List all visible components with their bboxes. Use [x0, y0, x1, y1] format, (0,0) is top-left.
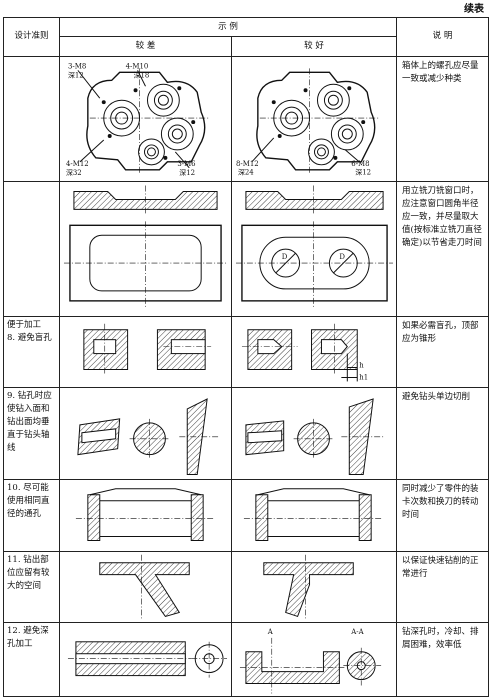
worse1-label-0: 3-M8 [68, 62, 86, 70]
dim-d-2: D [339, 253, 345, 261]
row7-better-figure: A A-A [230, 621, 398, 698]
blind-hole-better: h h1 [241, 324, 368, 382]
row5-worse-figure [59, 479, 232, 553]
row4-criterion: 9. 钻孔时应使钻入面和钻出面均垂直于钻头轴线 [3, 386, 60, 481]
row4-desc: 避免钻头单边切削 [396, 386, 490, 481]
row2-desc: 用立铣刀铣窗口时，应注意窗口圆角半径应一致，并尽量取大值(按标准立铣刀直径确定)… [396, 181, 490, 318]
row3-criterion: 便于加工 8. 避免盲孔 [3, 316, 60, 388]
dim-h1: h1 [359, 374, 368, 382]
milled-window-worse [63, 185, 228, 307]
row5-better-figure [230, 479, 398, 553]
design-guideline-table: 设计准则 示 例 说 明 较 差 较 好 [3, 16, 490, 698]
gearbox-housing-better: 8-M12 深24 6-M8 深12 [236, 68, 380, 177]
deep-hole-worse [67, 640, 228, 678]
row5-desc: 同时减少了零件的装卡次数和换刀的转动时间 [396, 479, 490, 553]
worse1-label-4: 4-M12 [66, 160, 89, 168]
row7-worse-figure [59, 621, 232, 698]
drill-entry-worse [77, 397, 220, 475]
section-aa: A-A [350, 627, 364, 635]
better1-label-1: 深24 [238, 168, 254, 177]
row2-criterion [3, 181, 60, 318]
row1-better-figure: 8-M12 深24 6-M8 深12 [230, 55, 398, 183]
drill-entry-better [245, 397, 386, 475]
deep-hole-better: A A-A [239, 627, 382, 694]
header-note: 说 明 [396, 17, 490, 57]
worse1-label-1: 深12 [68, 70, 84, 79]
row2-worse-figure [59, 181, 232, 318]
row6-desc: 以保证快速钻削的正常进行 [396, 551, 490, 623]
better1-label-2: 6-M8 [351, 160, 369, 168]
header-example: 示 例 [58, 16, 398, 38]
section-a-top: A [267, 627, 274, 635]
better1-label-0: 8-M12 [236, 160, 259, 168]
dim-d-1: D [282, 253, 288, 261]
row1-desc: 箱体上的螺孔应尽量一致或减少种类 [396, 55, 490, 183]
row5-criterion: 10. 尽可能使用相同直径的通孔 [3, 479, 60, 553]
row3-desc: 如果必需盲孔，顶部应为锥形 [396, 316, 490, 388]
milled-window-better: D D [235, 185, 394, 307]
through-hole-better [243, 488, 384, 542]
worse1-label-2: 4-M10 [126, 62, 149, 70]
row4-worse-figure [59, 386, 232, 481]
header-better: 较 好 [230, 36, 398, 57]
blind-hole-worse [83, 324, 212, 376]
row4-better-figure [230, 386, 398, 481]
row1-worse-figure: 3-M8 深12 4-M10 深18 4-M12 深32 3-M6 深12 [59, 55, 232, 183]
header-criterion: 设计准则 [3, 17, 60, 57]
gearbox-housing-worse: 3-M8 深12 4-M10 深18 4-M12 深32 3-M6 深12 [66, 62, 210, 177]
row7-criterion: 12. 避免深孔加工 [3, 621, 60, 698]
worse1-label-6: 3-M6 [177, 160, 195, 168]
header-worse: 较 差 [59, 36, 232, 57]
worse1-label-5: 深32 [66, 168, 82, 177]
worse1-label-7: 深12 [179, 168, 195, 177]
drill-space-worse [99, 555, 190, 619]
row7-desc: 钻深孔时，冷却、排屑困难，效率低 [396, 621, 490, 698]
continued-label: 续表 [464, 4, 484, 15]
better1-label-3: 深12 [355, 168, 371, 177]
row3-better-figure: h h1 [230, 316, 398, 388]
dim-h: h [359, 362, 364, 370]
row1-criterion [3, 55, 60, 183]
row6-worse-figure [59, 551, 232, 623]
row6-criterion: 11. 钻出部位应留有较大的空间 [3, 551, 60, 623]
row3-worse-figure [59, 316, 232, 388]
row2-better-figure: D D [230, 181, 398, 318]
worse1-label-3: 深18 [134, 70, 150, 79]
through-hole-worse [75, 488, 216, 542]
drill-space-better [263, 555, 354, 619]
row6-better-figure [230, 551, 398, 623]
